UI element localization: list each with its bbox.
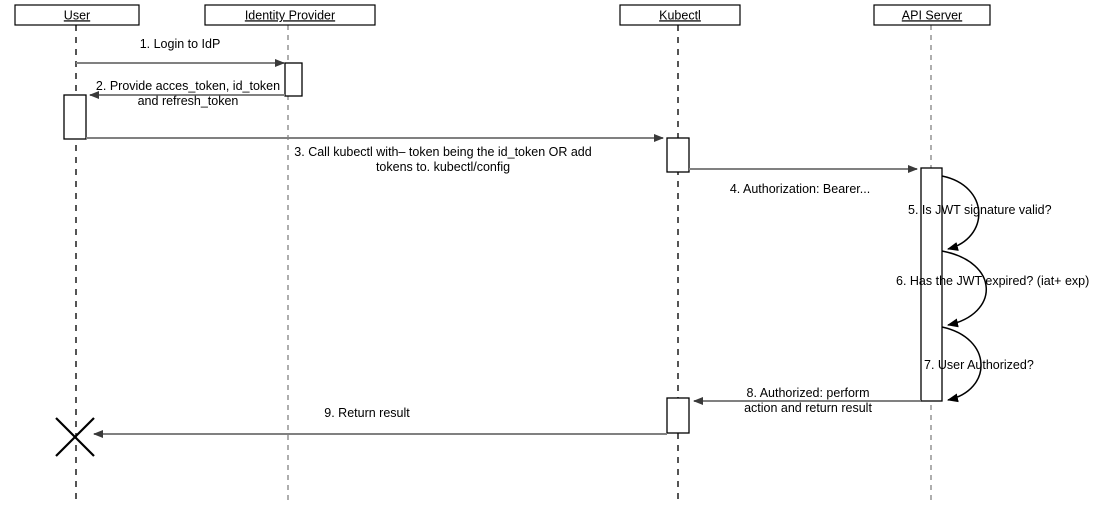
message-8-label-line1: 8. Authorized: perform bbox=[747, 386, 870, 400]
participant-label-kubectl: Kubectl bbox=[659, 8, 701, 22]
participant-box-kubectl[interactable] bbox=[619, 4, 741, 26]
message-3: 3. Call kubectl with– token being the id… bbox=[86, 134, 664, 174]
participant-identity-provider[interactable]: Identity Provider bbox=[204, 4, 376, 26]
participant-label-user: User bbox=[64, 8, 90, 22]
message-3-label-line2: tokens to. kubectl/config bbox=[376, 160, 510, 174]
activation-bar-kubectl-response bbox=[666, 397, 690, 434]
message-6-label: 6. Has the JWT expired? (iat+ exp) bbox=[896, 274, 1089, 288]
message-4-label: 4. Authorization: Bearer... bbox=[730, 182, 870, 196]
message-5-self-loop bbox=[941, 175, 980, 251]
message-2: 2. Provide acces_token, id_token and ref… bbox=[89, 79, 285, 108]
participant-kubectl[interactable]: Kubectl bbox=[619, 4, 741, 26]
participant-api-server[interactable]: API Server bbox=[873, 4, 991, 26]
message-2-label-line1: 2. Provide acces_token, id_token bbox=[96, 79, 280, 93]
activation-bar-api-server bbox=[920, 167, 943, 402]
message-8: 8. Authorized: perform action and return… bbox=[693, 386, 921, 415]
participant-box-identity-provider[interactable] bbox=[204, 4, 376, 26]
message-5: 5. Is JWT signature valid? bbox=[908, 175, 1052, 251]
message-1: 1. Login to IdP bbox=[76, 37, 285, 67]
message-7: 7. User Authorized? bbox=[924, 326, 1034, 403]
message-5-label: 5. Is JWT signature valid? bbox=[908, 203, 1052, 217]
destroy-x-icon bbox=[55, 417, 95, 457]
message-4: 4. Authorization: Bearer... bbox=[689, 165, 918, 196]
activation-bar-user bbox=[63, 94, 87, 140]
message-7-self-loop bbox=[941, 326, 982, 403]
message-7-label: 7. User Authorized? bbox=[924, 358, 1034, 372]
participant-user[interactable]: User bbox=[14, 4, 140, 26]
message-9-label: 9. Return result bbox=[324, 406, 410, 420]
message-6-self-loop bbox=[941, 250, 987, 328]
message-6: 6. Has the JWT expired? (iat+ exp) bbox=[896, 250, 1089, 328]
message-9: 9. Return result bbox=[93, 406, 667, 438]
destroy-x-stroke-2 bbox=[55, 417, 95, 457]
participant-box-user[interactable] bbox=[14, 4, 140, 26]
participant-box-api-server[interactable] bbox=[873, 4, 991, 26]
activation-bar-identity-provider bbox=[284, 62, 303, 97]
message-3-label-line1: 3. Call kubectl with– token being the id… bbox=[294, 145, 591, 159]
message-8-label-line2: action and return result bbox=[744, 401, 872, 415]
message-1-label: 1. Login to IdP bbox=[140, 37, 221, 51]
participant-label-identity-provider: Identity Provider bbox=[245, 8, 335, 22]
activation-bar-kubectl-request bbox=[666, 137, 690, 173]
message-2-label-line2: and refresh_token bbox=[138, 94, 239, 108]
participant-label-api-server: API Server bbox=[902, 8, 962, 22]
